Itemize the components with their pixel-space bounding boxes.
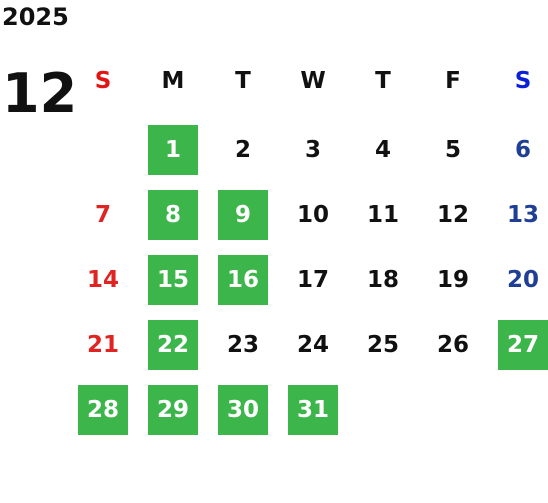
day-cell[interactable]: 24 <box>296 332 329 358</box>
day-cell[interactable]: 10 <box>296 202 329 228</box>
highlighted-day-cell[interactable]: 8 <box>148 190 198 240</box>
highlighted-day-cell[interactable]: 29 <box>148 385 198 435</box>
day-cell[interactable]: 17 <box>296 267 329 293</box>
day-cell[interactable]: 23 <box>226 332 259 358</box>
highlighted-day-cell[interactable]: 28 <box>78 385 128 435</box>
weekday-header-sun: S <box>94 68 112 94</box>
highlighted-day-cell[interactable]: 22 <box>148 320 198 370</box>
day-cell[interactable]: 3 <box>304 137 321 163</box>
calendar-month: 12 <box>2 62 78 125</box>
weekday-header-wed: W <box>300 68 326 94</box>
calendar-year: 2025 <box>2 3 69 31</box>
day-cell[interactable]: 26 <box>436 332 469 358</box>
weekday-header-thu: T <box>375 68 391 94</box>
highlighted-day-cell[interactable]: 1 <box>148 125 198 175</box>
weekday-header-mon: M <box>161 68 185 94</box>
weekday-header-fri: F <box>445 68 461 94</box>
day-cell[interactable]: 21 <box>86 332 119 358</box>
day-cell[interactable]: 4 <box>374 137 391 163</box>
day-cell[interactable]: 12 <box>436 202 469 228</box>
weekday-header-sat: S <box>514 68 532 94</box>
day-cell[interactable]: 19 <box>436 267 469 293</box>
day-cell[interactable]: 2 <box>234 137 251 163</box>
day-cell[interactable]: 7 <box>94 202 111 228</box>
highlighted-day-cell[interactable]: 16 <box>218 255 268 305</box>
highlighted-day-cell[interactable]: 31 <box>288 385 338 435</box>
highlighted-day-cell[interactable]: 9 <box>218 190 268 240</box>
day-cell[interactable]: 18 <box>366 267 399 293</box>
day-cell[interactable]: 13 <box>506 202 539 228</box>
day-cell[interactable]: 6 <box>514 137 531 163</box>
day-cell[interactable]: 11 <box>366 202 399 228</box>
highlighted-day-cell[interactable]: 27 <box>498 320 548 370</box>
highlighted-day-cell[interactable]: 30 <box>218 385 268 435</box>
highlighted-day-cell[interactable]: 15 <box>148 255 198 305</box>
weekday-header-tue: T <box>235 68 251 94</box>
day-cell[interactable]: 5 <box>444 137 461 163</box>
day-cell[interactable]: 14 <box>86 267 119 293</box>
day-cell[interactable]: 25 <box>366 332 399 358</box>
day-cell[interactable]: 20 <box>506 267 539 293</box>
